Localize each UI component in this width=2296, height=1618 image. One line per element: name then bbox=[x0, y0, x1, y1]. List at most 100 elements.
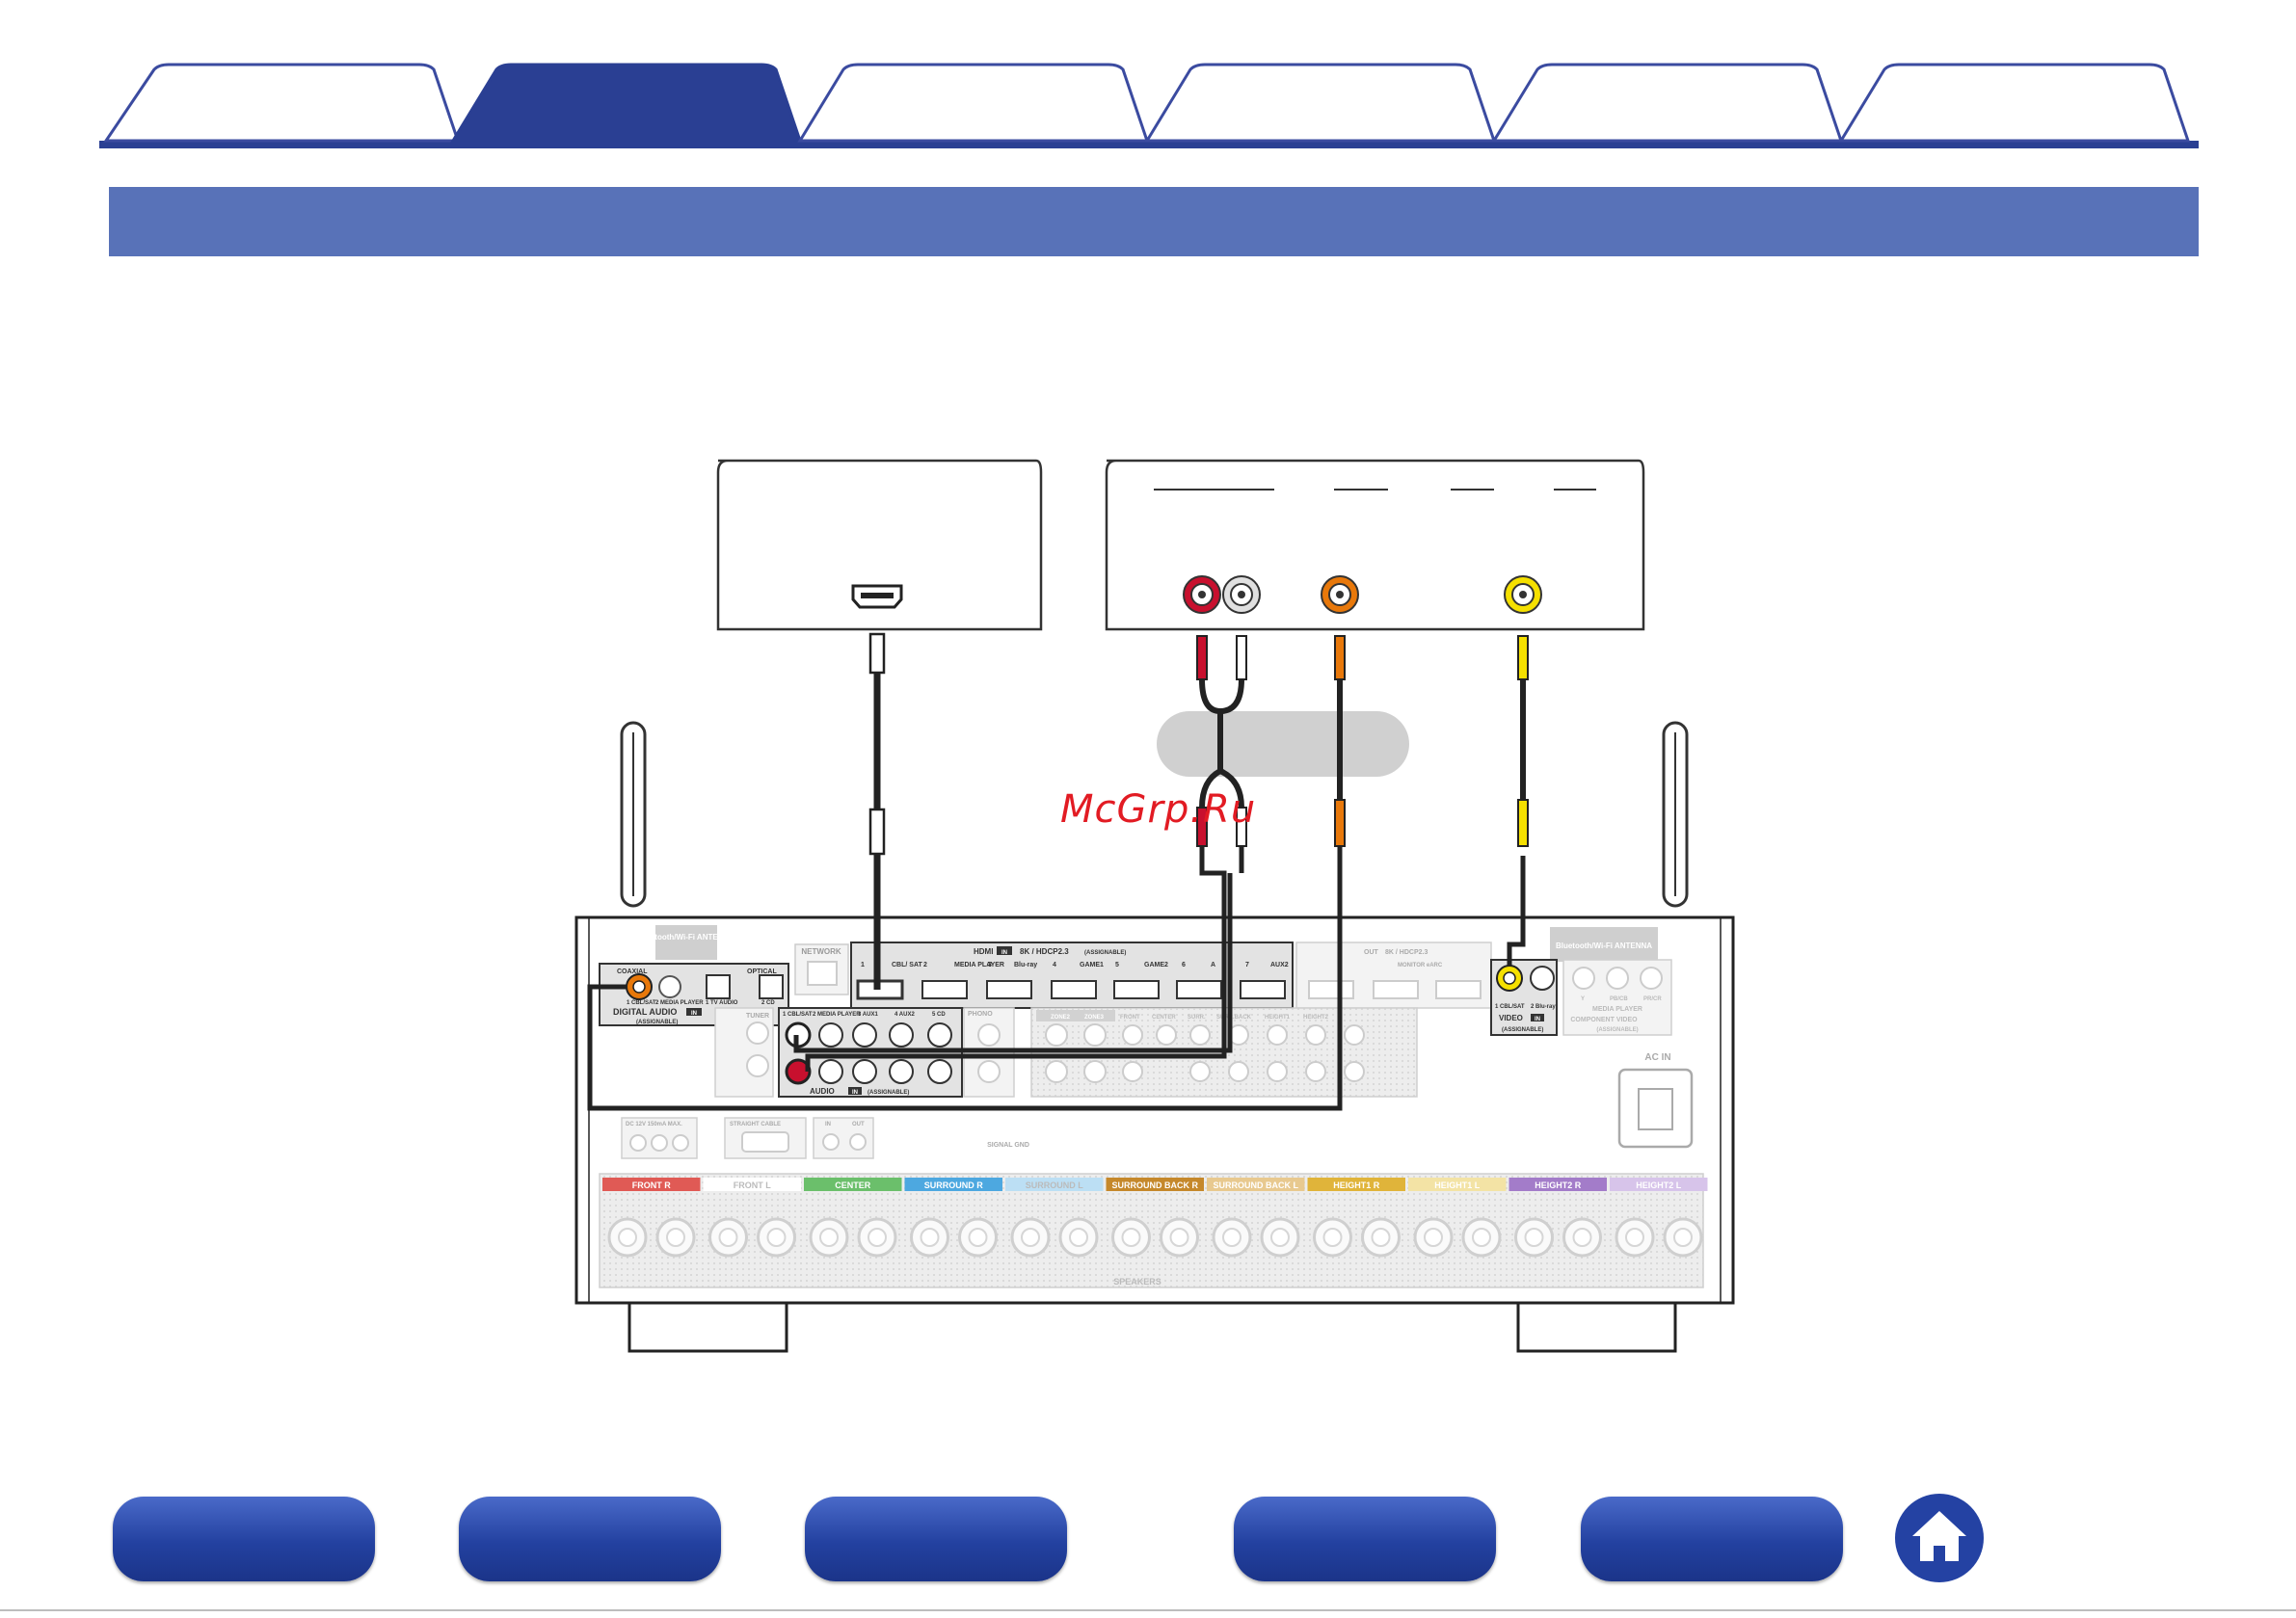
hdmi-out-1-port-icon bbox=[1308, 980, 1354, 999]
speaker-group-label-box bbox=[1106, 1178, 1204, 1191]
tab-1[interactable] bbox=[103, 63, 461, 143]
tab-4[interactable] bbox=[1144, 63, 1497, 143]
nav-button-2[interactable] bbox=[459, 1497, 721, 1581]
hdmi-input-4: 4 bbox=[1053, 962, 1056, 968]
hdmi-source-device bbox=[716, 459, 1043, 631]
optical-in-2-icon bbox=[759, 974, 784, 999]
hdmi-spec-label: 8K / HDCP2.3 bbox=[1020, 947, 1069, 956]
audio-in-2-r-jack-icon bbox=[818, 1059, 843, 1084]
hdmi-input-5: 5 bbox=[1115, 962, 1119, 968]
phono-label: PHONO bbox=[968, 1011, 993, 1018]
speaker-group-label: HEIGHT1 L bbox=[1434, 1180, 1481, 1190]
hdmi-input-5-name: GAME2 bbox=[1144, 962, 1168, 968]
nav-button-1[interactable] bbox=[113, 1497, 375, 1581]
component-device-label: MEDIA PLAYER bbox=[1592, 1006, 1642, 1013]
ethernet-port-icon bbox=[807, 961, 838, 986]
nav-button-3[interactable] bbox=[805, 1497, 1067, 1581]
optical-in-1-icon bbox=[706, 974, 731, 999]
optical-label: OPTICAL bbox=[747, 968, 777, 975]
hdmi-out-spec: 8K / HDCP2.3 bbox=[1385, 949, 1428, 956]
receiver-foot-right bbox=[1516, 1301, 1677, 1353]
zone3-label: ZONE3 bbox=[1084, 1015, 1105, 1021]
hdmi-in-3-port-icon bbox=[986, 980, 1032, 999]
audio-in-4-l-jack-icon bbox=[889, 1022, 914, 1048]
digital-audio-label: DIGITAL AUDIO bbox=[613, 1007, 677, 1017]
watermark-text: McGrp.Ru bbox=[1060, 787, 1257, 832]
coaxial-out-jack-icon bbox=[1321, 575, 1359, 614]
preout-height1-label: HEIGHT1 bbox=[1265, 1015, 1291, 1021]
preout-jack-icon bbox=[1305, 1061, 1326, 1082]
coaxial-cable bbox=[587, 635, 1346, 1111]
audio-in-2-l-jack-icon bbox=[818, 1022, 843, 1048]
hdmi-in-badge: IN bbox=[1001, 950, 1007, 956]
hdmi-out-port-icon bbox=[851, 584, 903, 609]
connection-diagram: Bluetooth/Wi-Fi ANTENNA Bluetooth/Wi-Fi … bbox=[574, 459, 1735, 1353]
speaker-terminal-hole-icon bbox=[1222, 1228, 1241, 1247]
audio-input-1: 1 CBL/SAT bbox=[783, 1012, 813, 1018]
speaker-terminal-hole-icon bbox=[1424, 1228, 1443, 1247]
or-bubble bbox=[1157, 711, 1409, 777]
nav-button-5[interactable] bbox=[1581, 1497, 1843, 1581]
home-button[interactable] bbox=[1895, 1494, 1984, 1582]
hdmi-input-7: 7 bbox=[1245, 962, 1249, 968]
hdmi-header-label: HDMI bbox=[974, 947, 993, 956]
dc-jack-icon bbox=[651, 1134, 668, 1152]
hdmi-input-6-name: A bbox=[1211, 962, 1215, 968]
preout-jack-icon bbox=[1122, 1024, 1143, 1046]
coaxial-label: COAXIAL bbox=[617, 968, 648, 975]
antenna-left-label-box bbox=[655, 925, 717, 960]
digital-assignable: (ASSIGNABLE) bbox=[636, 1020, 678, 1025]
hdmi-in-7-port-icon bbox=[1240, 980, 1286, 999]
footer-line bbox=[0, 1609, 2296, 1611]
zone2-l-jack-icon bbox=[1045, 1023, 1068, 1047]
hdmi-input-1-name: CBL/ SAT bbox=[892, 962, 922, 968]
speaker-group-label-box bbox=[1307, 1178, 1405, 1191]
hdmi-assignable: (ASSIGNABLE) bbox=[1084, 950, 1126, 956]
speaker-terminal-hole-icon bbox=[718, 1228, 738, 1247]
hdmi-input-3-name: Blu-ray bbox=[1014, 962, 1037, 968]
tab-5[interactable] bbox=[1491, 63, 1844, 143]
tuner-am-jack-icon bbox=[746, 1054, 769, 1077]
speaker-group-label: HEIGHT2 L bbox=[1636, 1180, 1682, 1190]
tuner-label: TUNER bbox=[746, 1013, 769, 1020]
remote-in-jack-icon bbox=[822, 1133, 840, 1151]
tuner-fm-jack-icon bbox=[746, 1021, 769, 1045]
preout-jack-icon bbox=[1344, 1024, 1365, 1046]
speaker-terminal-hole-icon bbox=[1069, 1228, 1088, 1247]
hdmi-input-7-name: AUX2 bbox=[1270, 962, 1289, 968]
zone2-r-jack-icon bbox=[1045, 1060, 1068, 1083]
speaker-terminal-hole-icon bbox=[1021, 1228, 1040, 1247]
phono-l-jack-icon bbox=[977, 1023, 1001, 1047]
audio-input-2: 2 MEDIA PLAYER bbox=[813, 1012, 861, 1018]
preout-jack-icon bbox=[1189, 1024, 1211, 1046]
preout-jack-icon bbox=[1189, 1061, 1211, 1082]
component-pb-jack-icon bbox=[1606, 967, 1629, 990]
tab-6[interactable] bbox=[1838, 63, 2191, 143]
speaker-group-label: HEIGHT1 R bbox=[1333, 1180, 1380, 1190]
nav-button-4[interactable] bbox=[1234, 1497, 1496, 1581]
speaker-group-label: SURROUND BACK L bbox=[1214, 1180, 1299, 1190]
speaker-terminal-hole-icon bbox=[1625, 1228, 1644, 1247]
network-label: NETWORK bbox=[801, 947, 841, 956]
tab-2[interactable] bbox=[450, 63, 803, 143]
rs232-port-icon bbox=[741, 1131, 789, 1153]
zone-label-box bbox=[1036, 1010, 1115, 1021]
speaker-group-label-box bbox=[1508, 1178, 1607, 1191]
video-assignable: (ASSIGNABLE) bbox=[1502, 1027, 1543, 1033]
audio-in-5-l-jack-icon bbox=[927, 1022, 952, 1048]
audio-input-5: 5 CD bbox=[932, 1012, 946, 1018]
speaker-terminal-hole-icon bbox=[868, 1228, 887, 1247]
component-y-jack-icon bbox=[1572, 967, 1595, 990]
preout-jack-icon bbox=[1267, 1024, 1288, 1046]
video-label: VIDEO bbox=[1499, 1014, 1523, 1022]
speaker-terminal-hole-icon bbox=[1572, 1228, 1592, 1247]
tab-bar bbox=[99, 63, 2199, 148]
remote-out-label: OUT bbox=[852, 1122, 865, 1127]
tab-3[interactable] bbox=[797, 63, 1150, 143]
audio-out-l-jack-icon bbox=[1222, 575, 1261, 614]
preout-jack-icon bbox=[1344, 1061, 1365, 1082]
dc-jack-icon bbox=[672, 1134, 689, 1152]
video-in-2-jack-icon bbox=[1530, 966, 1555, 991]
speaker-group-label-box bbox=[602, 1178, 701, 1191]
